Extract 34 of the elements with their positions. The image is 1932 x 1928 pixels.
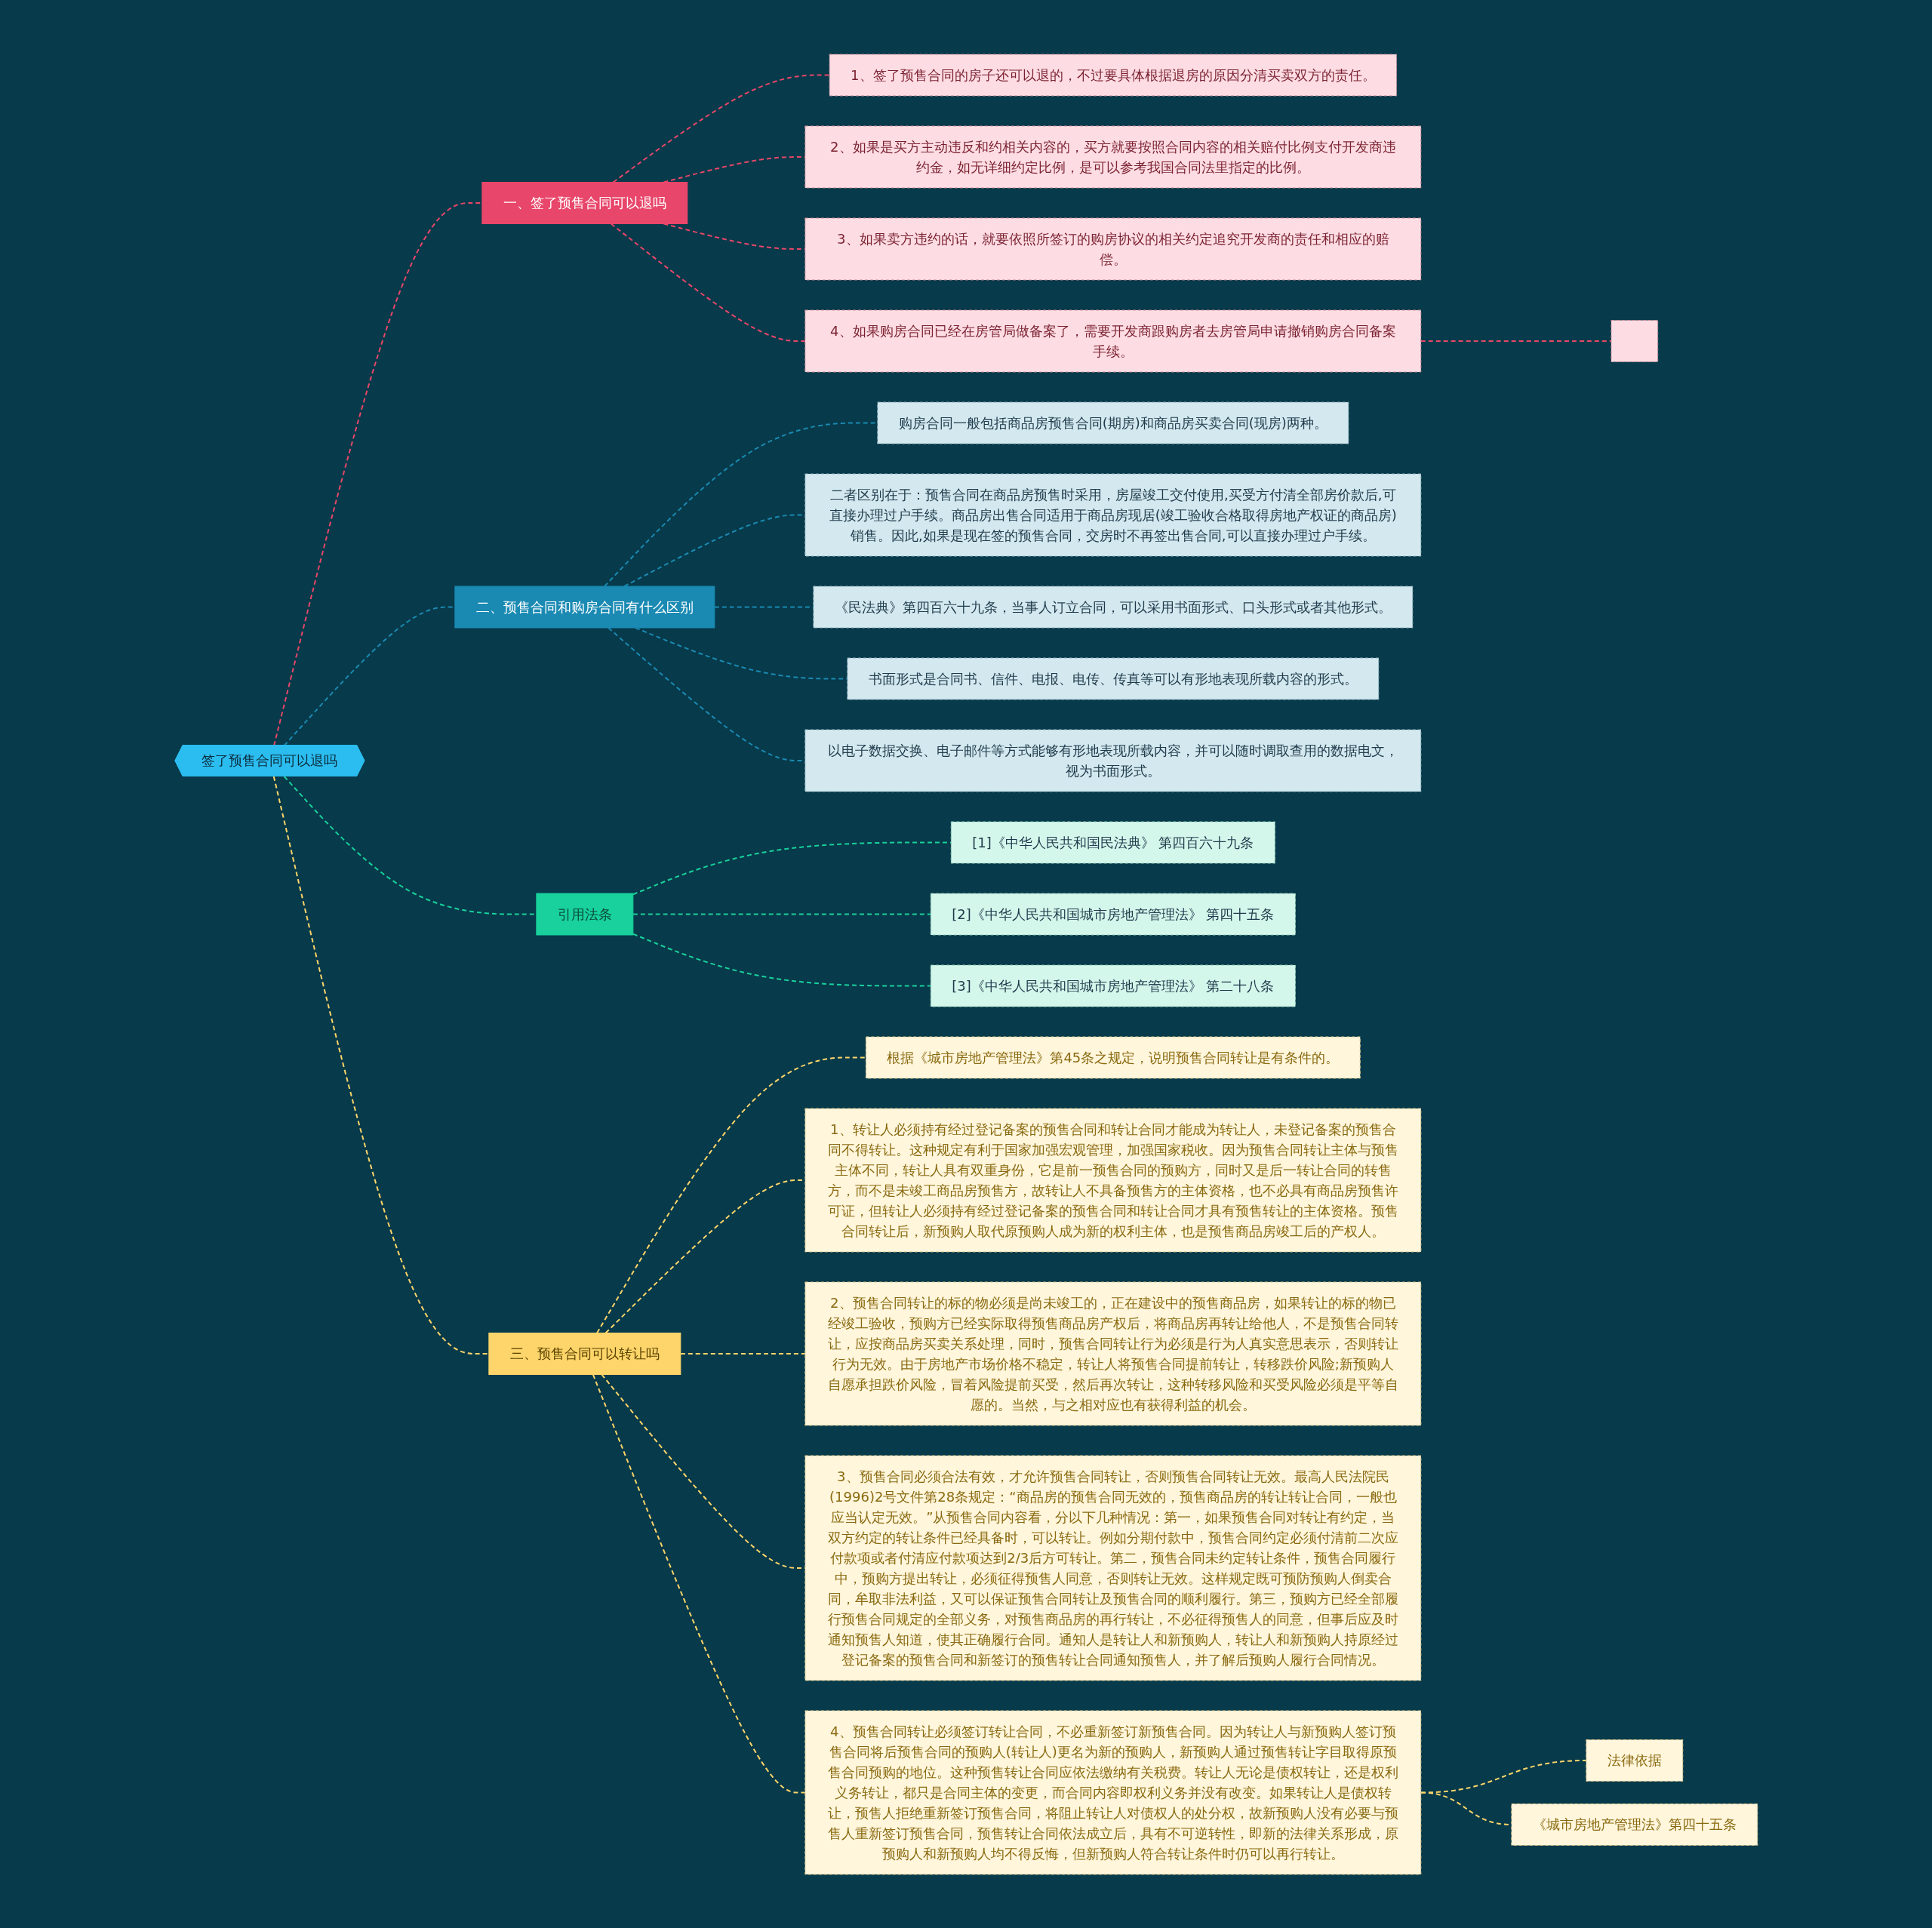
connector (592, 1373, 806, 1793)
node-box: 二、预售合同和购房合同有什么区别 (454, 586, 715, 628)
node-box: 3、预售合同必须合法有效，才允许预售合同转让，否则预售合同转让无效。最高人民法院民(1996)2号文件第28条规定：“商品房的预售合同无效的，预售商品房的转让转让合同，一般也应当认定无效。”从预售合同内容看，分以下几种情况：第一，如果预售合同对转让有约定，当双方约定的转让条件已经具备时，可以转让。例如分期付款中，预售合同约定必须付清前二次应付款项或者付清应付款项达到2/3后方可转让。第二，预售合同未约定转让条件，预售合同履行中，预购方提出转让，必须征得预售人同意，否则转让无效。这样规定既可预防预购人倒卖合同，牟取非法利益，又可以保证预售合同转让及预售合同的顺利履行。第三，预购方已经全部履行预售合同规定的全部义务，对预售商品房的再行转让，不必征得预售人的同意，但事后应及时通知预售人知道，使其正确履行合同。通知人是转让人和新预购人，转让人和新预购人持原经过登记备案的预售合同和新签订的预售转让合同通知预售人，并了解后预购人履行合同情况。 (804, 1455, 1421, 1680)
node-box: 根据《城市房地产管理法》第45条之规定，说明预售合同转让是有条件的。 (865, 1036, 1361, 1078)
connector (612, 74, 830, 183)
node-box: 法律依据 (1585, 1739, 1683, 1782)
node-box: 2、如果是买方主动违反和约相关内容的，买方就要按照合同内容的相关赔付比例支付开发商违约金，如无详细约定比例，是可以参考我国合同法里指定的比例。 (804, 125, 1421, 188)
connector (1420, 340, 1612, 342)
connector (272, 775, 490, 1355)
node-box: 1、签了预售合同的房子还可以退的，不过要具体根据退房的原因分清买卖双方的责任。 (829, 54, 1397, 96)
node-box: [2]《中华人民共和国城市房地产管理法》 第四十五条 (930, 893, 1296, 935)
node-box: 2、预售合同转让的标的物必须是尚未竣工的，正在建设中的预售商品房，如果转让的标的物已经竣工验收，预购方已经实际取得预售商品房产权后，将商品房再转让给他人，不是预售合同转让，应按商品房买卖关系处理，同时，预售合同转让行为必须是行为人真实意思表示，否则转让行为无效。由于房地产市场价格不稳定，转让人将预售合同提前转让，转移跌价风险;新预购人自愿承担跌价风险，冒着风险提前买受，然后再次转让，这种转移风险和买受风险必须是平等自愿的。当然，与之相对应也有获得利益的机会。 (804, 1281, 1421, 1425)
node-box: 书面形式是合同书、信件、电报、电传、传真等可以有形地表现所载内容的形式。 (846, 657, 1379, 700)
node-box: 三、预售合同可以转让吗 (488, 1332, 681, 1375)
node-box: 3、如果卖方违约的话，就要依照所签订的购房协议的相关约定追究开发商的责任和相应的赔偿。 (804, 217, 1421, 280)
node-box: [3]《中华人民共和国城市房地产管理法》 第二十八条 (930, 964, 1296, 1007)
connector (632, 933, 931, 986)
connector (595, 1056, 866, 1333)
node-box: 1、转让人必须持有经过登记备案的预售合同和转让合同才能成为转让人，未登记备案的预售合同不得转让。这种规定有利于国家加强宏观管理，加强国家税收。因为预售合同转让主体与预售主体不同，转让人具有双重身份，它是前一预售合同的预购方，同时又是后一转让合同的转售方，而不是未竣工商品房预售方，故转让人不具备预售方的主体资格，也不必具有商品房预售许可证，但转让人必须持有经过登记备案的预售合同和转让合同才具有预售转让的主体资格。预售合同转让后，新预购人取代原预购人成为新的权利主体，也是预售商品房竣工后的产权人。 (804, 1108, 1421, 1252)
node-box (1611, 319, 1658, 362)
node-box: 《城市房地产管理法》第四十五条 (1510, 1803, 1758, 1846)
node-box: 购房合同一般包括商品房预售合同(期房)和商品房买卖合同(现房)两种。 (876, 401, 1349, 444)
node-box: 以电子数据交换、电子邮件等方式能够有形地表现所载内容，并可以随时调取查用的数据电文，视为书面形式。 (804, 729, 1421, 792)
node-box: 一、签了预售合同可以退吗 (481, 181, 688, 224)
node-box: 二者区别在于：预售合同在商品房预售时采用，房屋竣工交付使用,买受方付清全部房价款后,可直接办理过户手续。商品房出售合同适用于商品房现居(竣工验收合格取得房地产权证的商品房)销售。因此,如果是现在签的预售合同，交房时不再签出售合同,可以直接办理过户手续。 (804, 473, 1421, 556)
node-box: 引用法条 (535, 893, 633, 935)
node-box: 4、预售合同转让必须签订转让合同，不必重新签订新预售合同。因为转让人与新预购人签订预售合同将后预售合同的预购人(转让人)更名为新的预购人，新预购人通过预售转让字目取得原预售合同预购的地位。这种预售转让合同应依法缴纳有关税费。转让人无论是债权转让，还是权利义务转让，都只是合同主体的变更，而合同内容即权利义务并没有改变。如果转让人是债权转让，预售人拒绝重新签订预售合同，将阻止转让人对债权人的处分权，故新预购人没有必要与预售人重新签订预售合同，预售转让合同依法成立后，具有不可逆转性，即新的法律关系形成，原预购人和新预购人均不得反悔，但新预购人符合转让条件时仍可以再行转让。 (804, 1710, 1421, 1874)
connector (632, 913, 931, 915)
connector (610, 223, 806, 342)
node-box: [1]《中华人民共和国民法典》 第四百六十九条 (950, 821, 1275, 863)
connector (679, 1352, 806, 1355)
connector (1420, 1759, 1587, 1793)
node-box: 4、如果购房合同已经在房管局做备案了，需要开发商跟购房者去房管局申请撤销购房合同备案手续。 (804, 309, 1421, 372)
node-box: 《民法典》第四百六十九条，当事人订立合同，可以采用书面形式、口头形式或者其他形式。 (812, 586, 1413, 628)
